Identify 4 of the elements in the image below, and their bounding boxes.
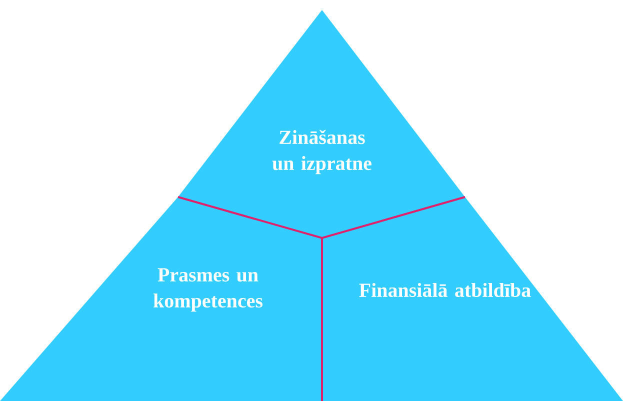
pyramid-section: Prasmes un kompetences: [0, 196, 322, 401]
pyramid-section: Zināšanas un izpratne: [178, 10, 465, 238]
pyramid-section: Finansiālā atbildība: [322, 196, 623, 401]
node-label: Zināšanas un izpratne: [272, 130, 372, 174]
